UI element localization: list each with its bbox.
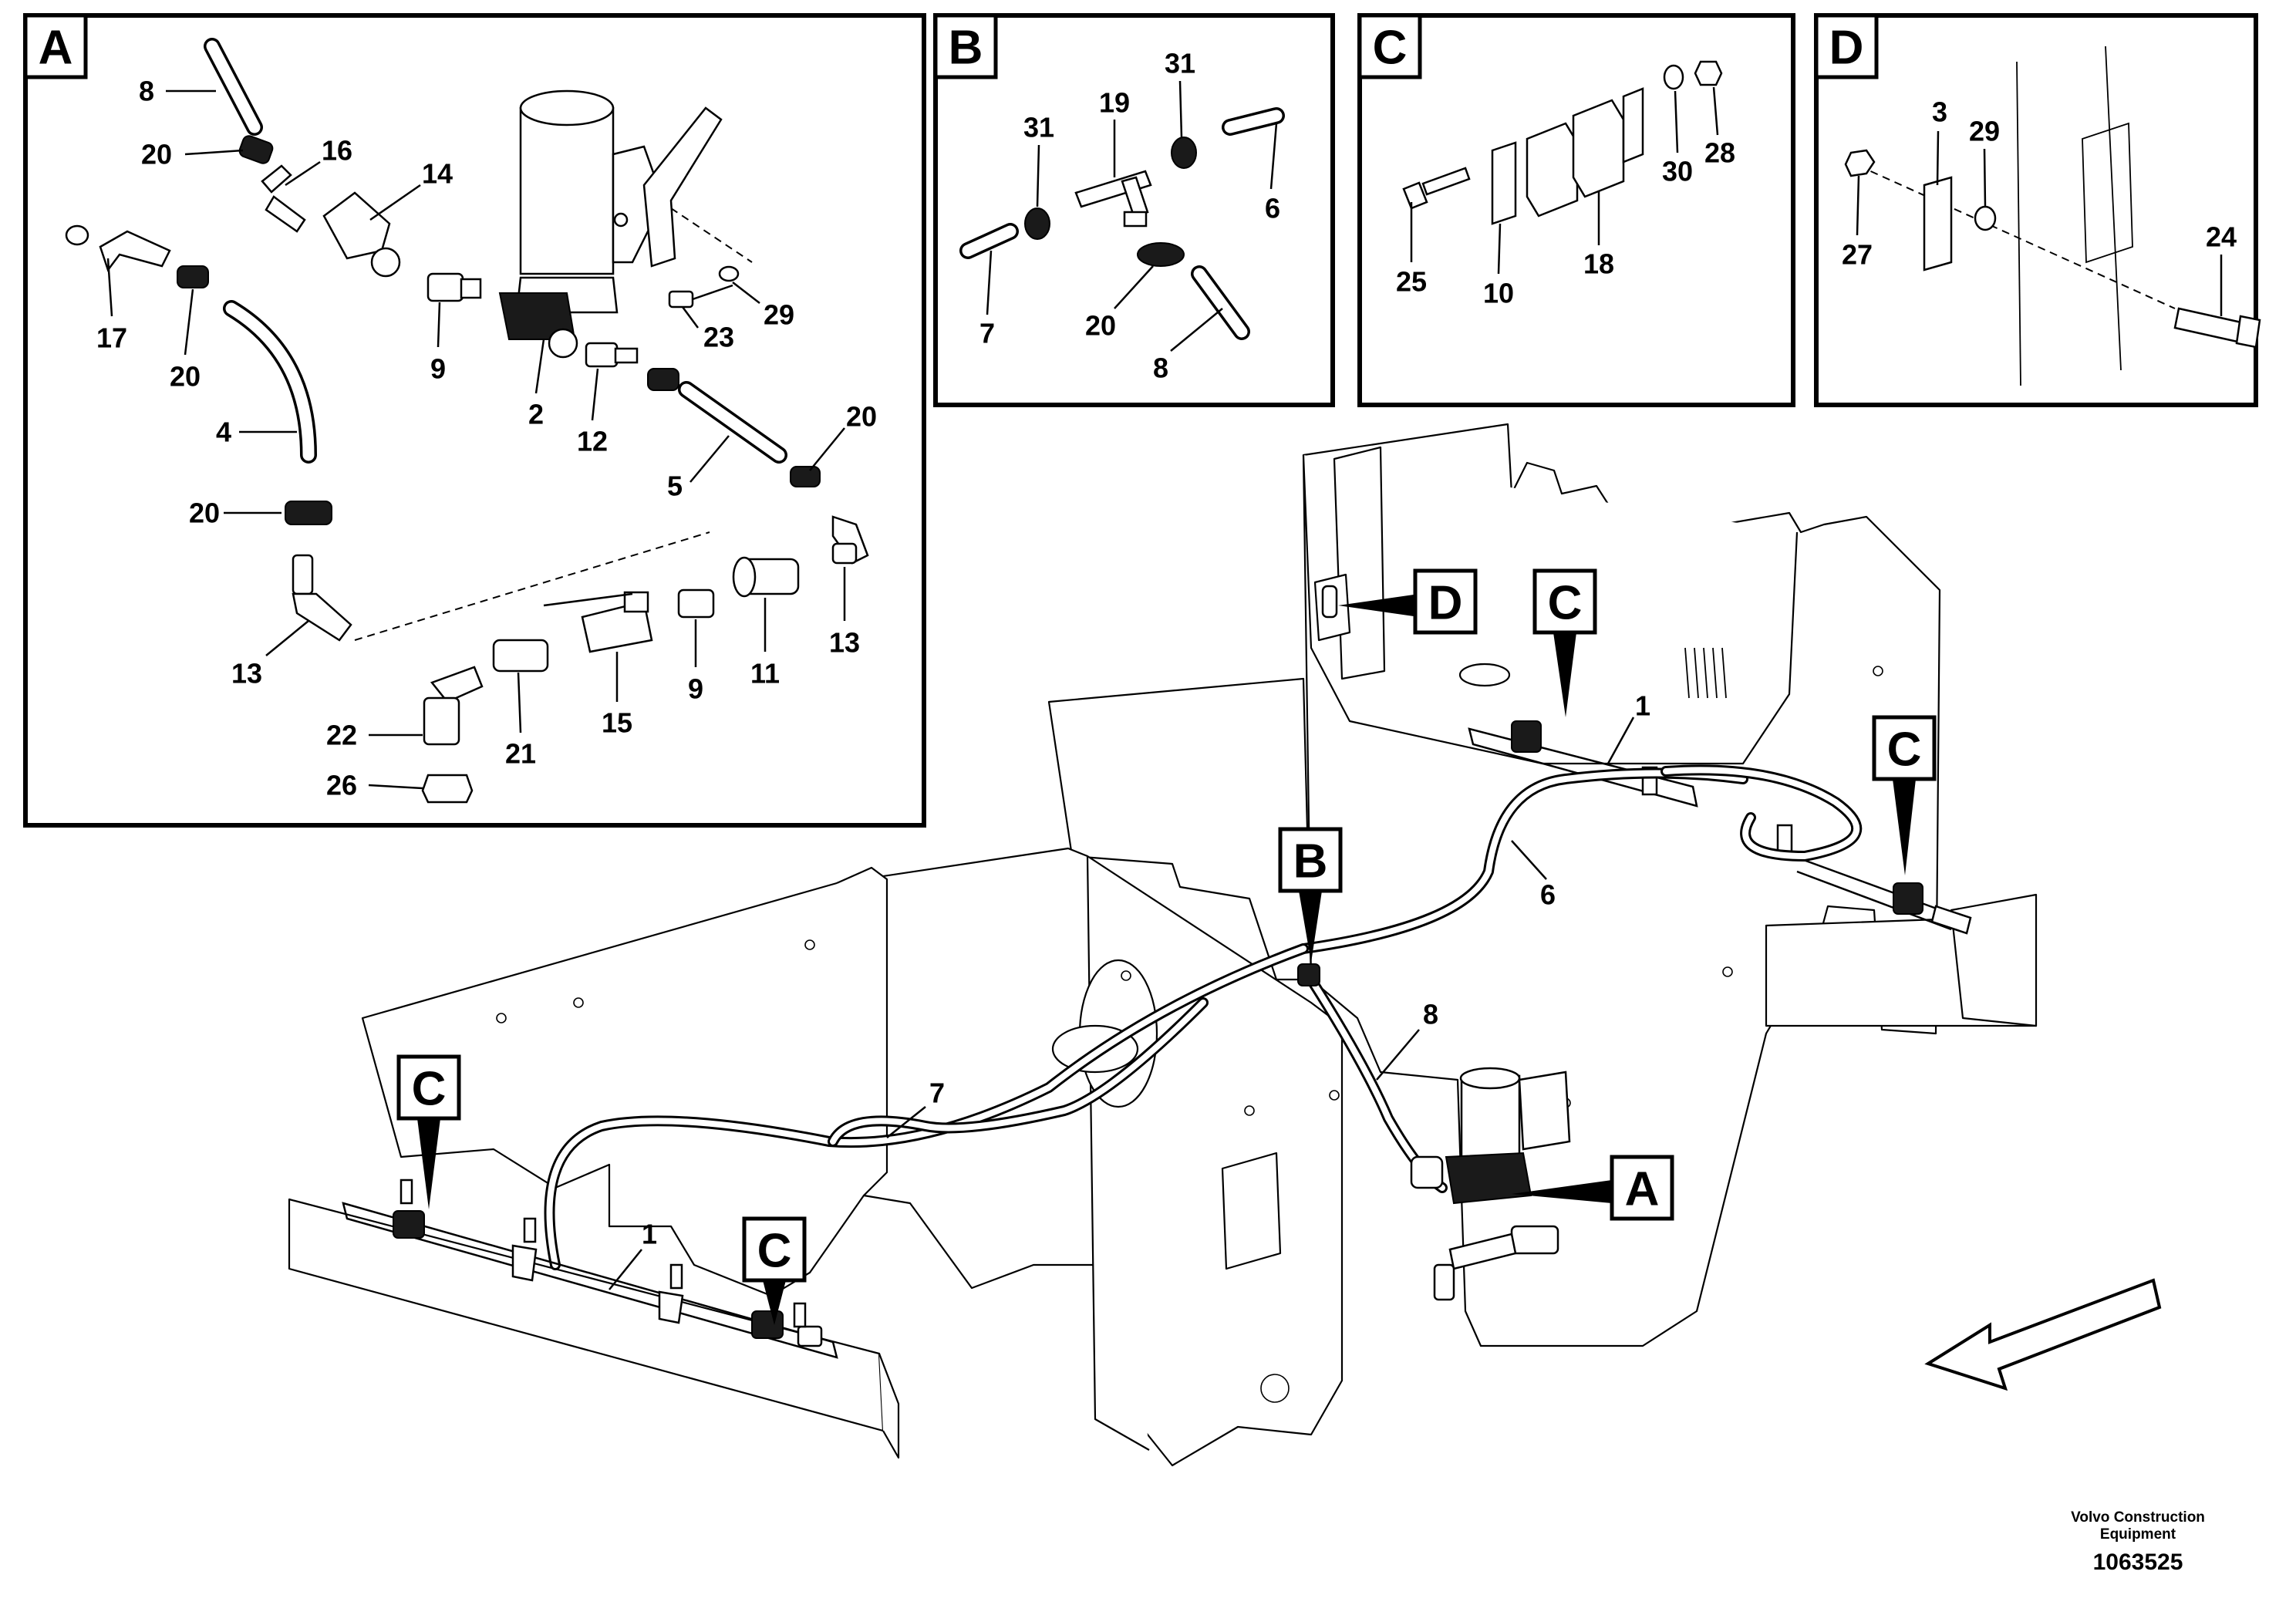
brand-line-2: Equipment bbox=[2100, 1526, 2176, 1543]
label-a-21: 21 bbox=[505, 738, 536, 770]
label-a-9: 9 bbox=[430, 353, 446, 385]
label-a-9b: 9 bbox=[688, 673, 703, 705]
label-a-14: 14 bbox=[422, 158, 453, 190]
svg-text:A: A bbox=[1625, 1163, 1660, 1216]
label-a-20: 20 bbox=[141, 139, 172, 170]
overview-pump bbox=[1410, 1067, 1571, 1301]
svg-text:C: C bbox=[1887, 723, 1922, 777]
svg-text:B: B bbox=[1293, 835, 1328, 889]
label-a-22: 22 bbox=[326, 720, 357, 751]
label-b-6: 6 bbox=[1265, 193, 1280, 224]
label-a-16: 16 bbox=[322, 135, 352, 167]
label-c-25: 25 bbox=[1396, 266, 1427, 298]
label-c-10: 10 bbox=[1483, 278, 1514, 309]
label-a-26: 26 bbox=[326, 770, 357, 801]
label-a-13: 13 bbox=[231, 658, 262, 690]
label-a-8: 8 bbox=[139, 76, 154, 107]
label-overview-1-front: 1 bbox=[642, 1219, 657, 1250]
label-a-2: 2 bbox=[528, 399, 544, 430]
label-d-29: 29 bbox=[1969, 116, 2000, 147]
label-a-11: 11 bbox=[750, 658, 780, 690]
brand-line-1: Volvo Construction bbox=[2071, 1509, 2205, 1526]
overview-tag-a: A bbox=[1512, 1155, 1674, 1221]
label-c-18: 18 bbox=[1583, 248, 1614, 280]
label-c-28: 28 bbox=[1704, 137, 1735, 169]
label-b-7: 7 bbox=[979, 318, 995, 349]
label-a-29: 29 bbox=[764, 299, 794, 331]
label-a-20b: 20 bbox=[170, 361, 201, 393]
label-overview-1-rear: 1 bbox=[1635, 690, 1650, 722]
label-b-31b: 31 bbox=[1165, 48, 1195, 79]
pump-assembly bbox=[498, 89, 723, 359]
label-a-23: 23 bbox=[703, 322, 734, 353]
detail-panel-a: A bbox=[23, 13, 926, 828]
panel-a-tag: A bbox=[39, 22, 73, 75]
label-a-4: 4 bbox=[216, 416, 231, 448]
overview-tag-c-rear-right: C bbox=[1872, 715, 1937, 875]
label-overview-6: 6 bbox=[1540, 879, 1556, 911]
label-a-17: 17 bbox=[96, 322, 127, 354]
label-overview-7: 7 bbox=[929, 1077, 945, 1109]
label-a-15: 15 bbox=[602, 707, 632, 739]
svg-text:C: C bbox=[757, 1225, 792, 1278]
svg-text:C: C bbox=[412, 1063, 447, 1116]
label-overview-8: 8 bbox=[1423, 999, 1438, 1030]
detail-panel-c: C 25 10 18 30 28 bbox=[1357, 13, 1795, 407]
label-a-5: 5 bbox=[667, 470, 683, 502]
overview-tag-c-rear-left: C bbox=[1532, 568, 1597, 717]
overview-tag-c-front-right: C bbox=[742, 1216, 807, 1325]
label-a-20c: 20 bbox=[189, 497, 220, 529]
label-a-13b: 13 bbox=[829, 627, 860, 659]
overview-tag-b: B bbox=[1278, 827, 1343, 963]
label-a-12: 12 bbox=[577, 426, 608, 457]
label-c-30: 30 bbox=[1662, 156, 1693, 187]
label-b-19: 19 bbox=[1099, 87, 1130, 119]
svg-text:D: D bbox=[1428, 577, 1463, 630]
detail-panel-d: D 27 3 29 24 bbox=[1814, 13, 2261, 407]
vent-grille bbox=[1684, 647, 1727, 699]
label-d-27: 27 bbox=[1842, 239, 1873, 271]
overview-tag-d: D bbox=[1338, 568, 1478, 635]
panel-d-tag: D bbox=[1829, 22, 1864, 75]
label-d-24: 24 bbox=[2206, 221, 2237, 253]
label-b-8: 8 bbox=[1153, 352, 1168, 384]
label-b-31: 31 bbox=[1023, 112, 1054, 143]
svg-text:C: C bbox=[1548, 577, 1583, 630]
label-b-20: 20 bbox=[1085, 310, 1116, 342]
detail-panel-b: B 31 19 31 7 20 6 8 bbox=[933, 13, 1335, 407]
label-a-20d: 20 bbox=[846, 401, 877, 433]
panel-c-tag: C bbox=[1373, 22, 1408, 75]
direction-arrow bbox=[1924, 1278, 2162, 1391]
document-number: 1063525 bbox=[2093, 1549, 2183, 1575]
label-d-3: 3 bbox=[1932, 96, 1947, 128]
overview-tag-c-front-left: C bbox=[396, 1054, 461, 1209]
panel-b-tag: B bbox=[949, 22, 983, 75]
